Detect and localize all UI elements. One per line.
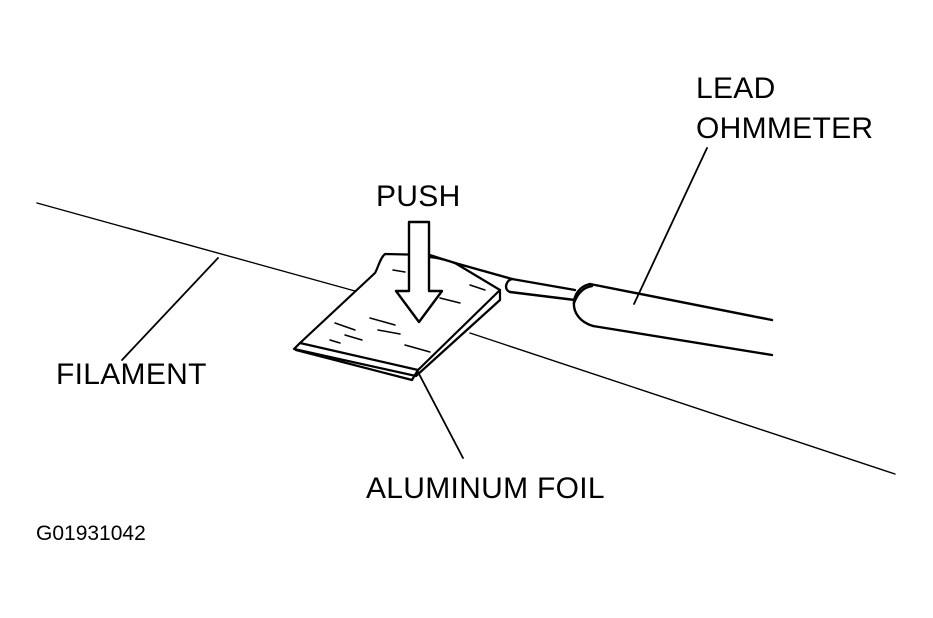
aluminum-foil-shape xyxy=(292,252,502,382)
aluminum-foil-label: ALUMINUM FOIL xyxy=(366,472,605,505)
push-arrow xyxy=(394,220,444,324)
lead-label: LEAD xyxy=(696,72,776,105)
ohmmeter-label: OHMMETER xyxy=(696,112,874,145)
ohmmeter-lead xyxy=(418,255,774,357)
filament-label: FILAMENT xyxy=(56,358,207,391)
lead-leader xyxy=(633,147,708,305)
push-label: PUSH xyxy=(376,180,461,213)
filament-line xyxy=(36,202,896,475)
foil-leader xyxy=(417,371,464,459)
figure-code: G01931042 xyxy=(36,522,146,545)
filament-leader xyxy=(121,257,219,361)
